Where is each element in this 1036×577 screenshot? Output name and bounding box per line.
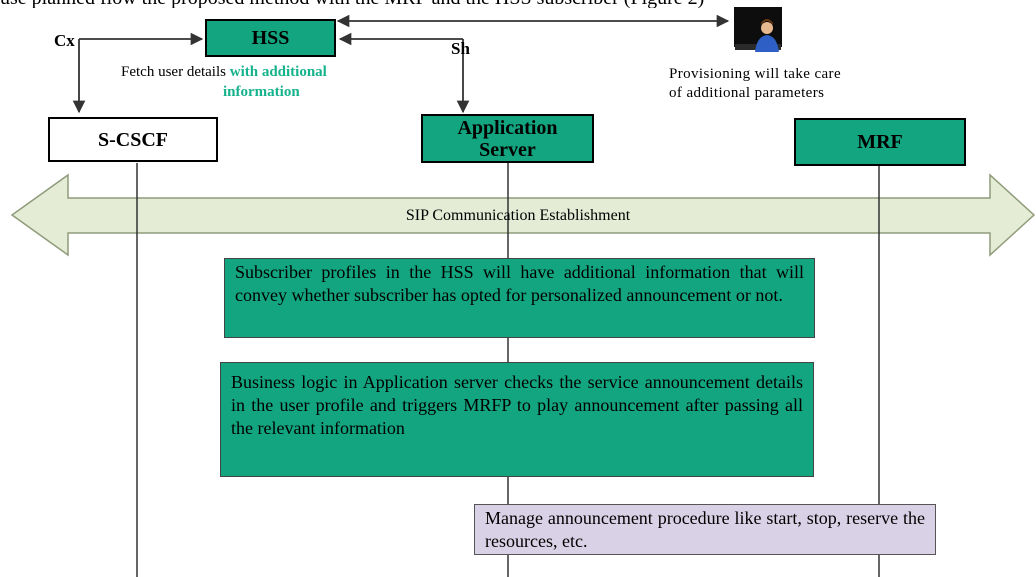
fetch-green-text-2: information xyxy=(223,84,300,100)
application-server-node: Application Server xyxy=(421,114,594,163)
manage-announcement-note: Manage announcement procedure like start… xyxy=(474,504,936,555)
scscf-label: S-CSCF xyxy=(97,128,168,151)
sip-double-arrow xyxy=(10,173,1036,257)
provisioning-text-line2: of additional parameters xyxy=(669,85,825,101)
scscf-node: S-CSCF xyxy=(48,117,218,162)
header-text: use planned flow the proposed method wit… xyxy=(0,0,1036,8)
hss-label: HSS xyxy=(251,27,290,49)
sip-label: SIP Communication Establishment xyxy=(405,207,631,224)
provisioning-text-line1: Provisioning will take care xyxy=(669,66,842,82)
provisioning-user-icon xyxy=(734,7,782,52)
hss-node: HSS xyxy=(205,19,336,57)
cx-label: Cx xyxy=(54,31,75,50)
mrf-node: MRF xyxy=(794,118,966,166)
subscriber-profiles-note: Subscriber profiles in the HSS will have… xyxy=(224,258,815,338)
mrf-label: MRF xyxy=(857,131,903,153)
as-label-line1: Application xyxy=(457,116,558,139)
fetch-green-text-1: with additional xyxy=(229,64,327,80)
fetch-plain-text: Fetch user details xyxy=(121,64,230,80)
business-logic-note: Business logic in Application server che… xyxy=(220,362,814,477)
fetch-details-text: Fetch user details with additional xyxy=(121,64,441,81)
as-label-line2: Server xyxy=(479,138,536,161)
sh-label: Sh xyxy=(451,39,470,58)
